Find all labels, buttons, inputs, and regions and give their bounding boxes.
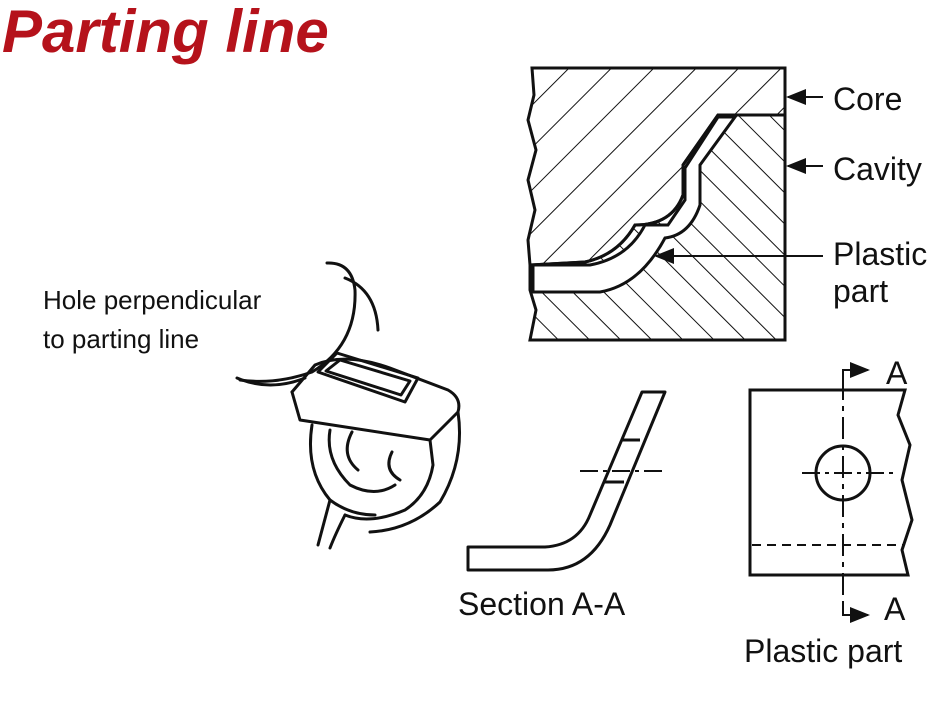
plastic-part-view bbox=[748, 378, 914, 612]
section-markers bbox=[842, 362, 870, 623]
hole-label-line1: Hole perpendicular bbox=[43, 285, 262, 315]
mold-section bbox=[526, 66, 787, 342]
leader-arrows bbox=[654, 89, 823, 264]
cavity-label: Cavity bbox=[833, 151, 922, 187]
bracket-sketch bbox=[235, 261, 462, 550]
hole-label-line2: to parting line bbox=[43, 324, 199, 354]
section-marker-bottom: A bbox=[884, 591, 906, 627]
section-marker-top: A bbox=[886, 355, 908, 391]
plastic-part-label-line2: part bbox=[833, 273, 888, 309]
plastic-part-label-line1: Plastic bbox=[833, 236, 927, 272]
plastic-part-caption: Plastic part bbox=[744, 633, 902, 669]
page-title: Parting line bbox=[2, 0, 329, 65]
section-a-a bbox=[466, 390, 667, 572]
plastic-part-section bbox=[531, 115, 738, 294]
section-caption: Section A-A bbox=[458, 586, 626, 622]
core-label: Core bbox=[833, 81, 902, 117]
